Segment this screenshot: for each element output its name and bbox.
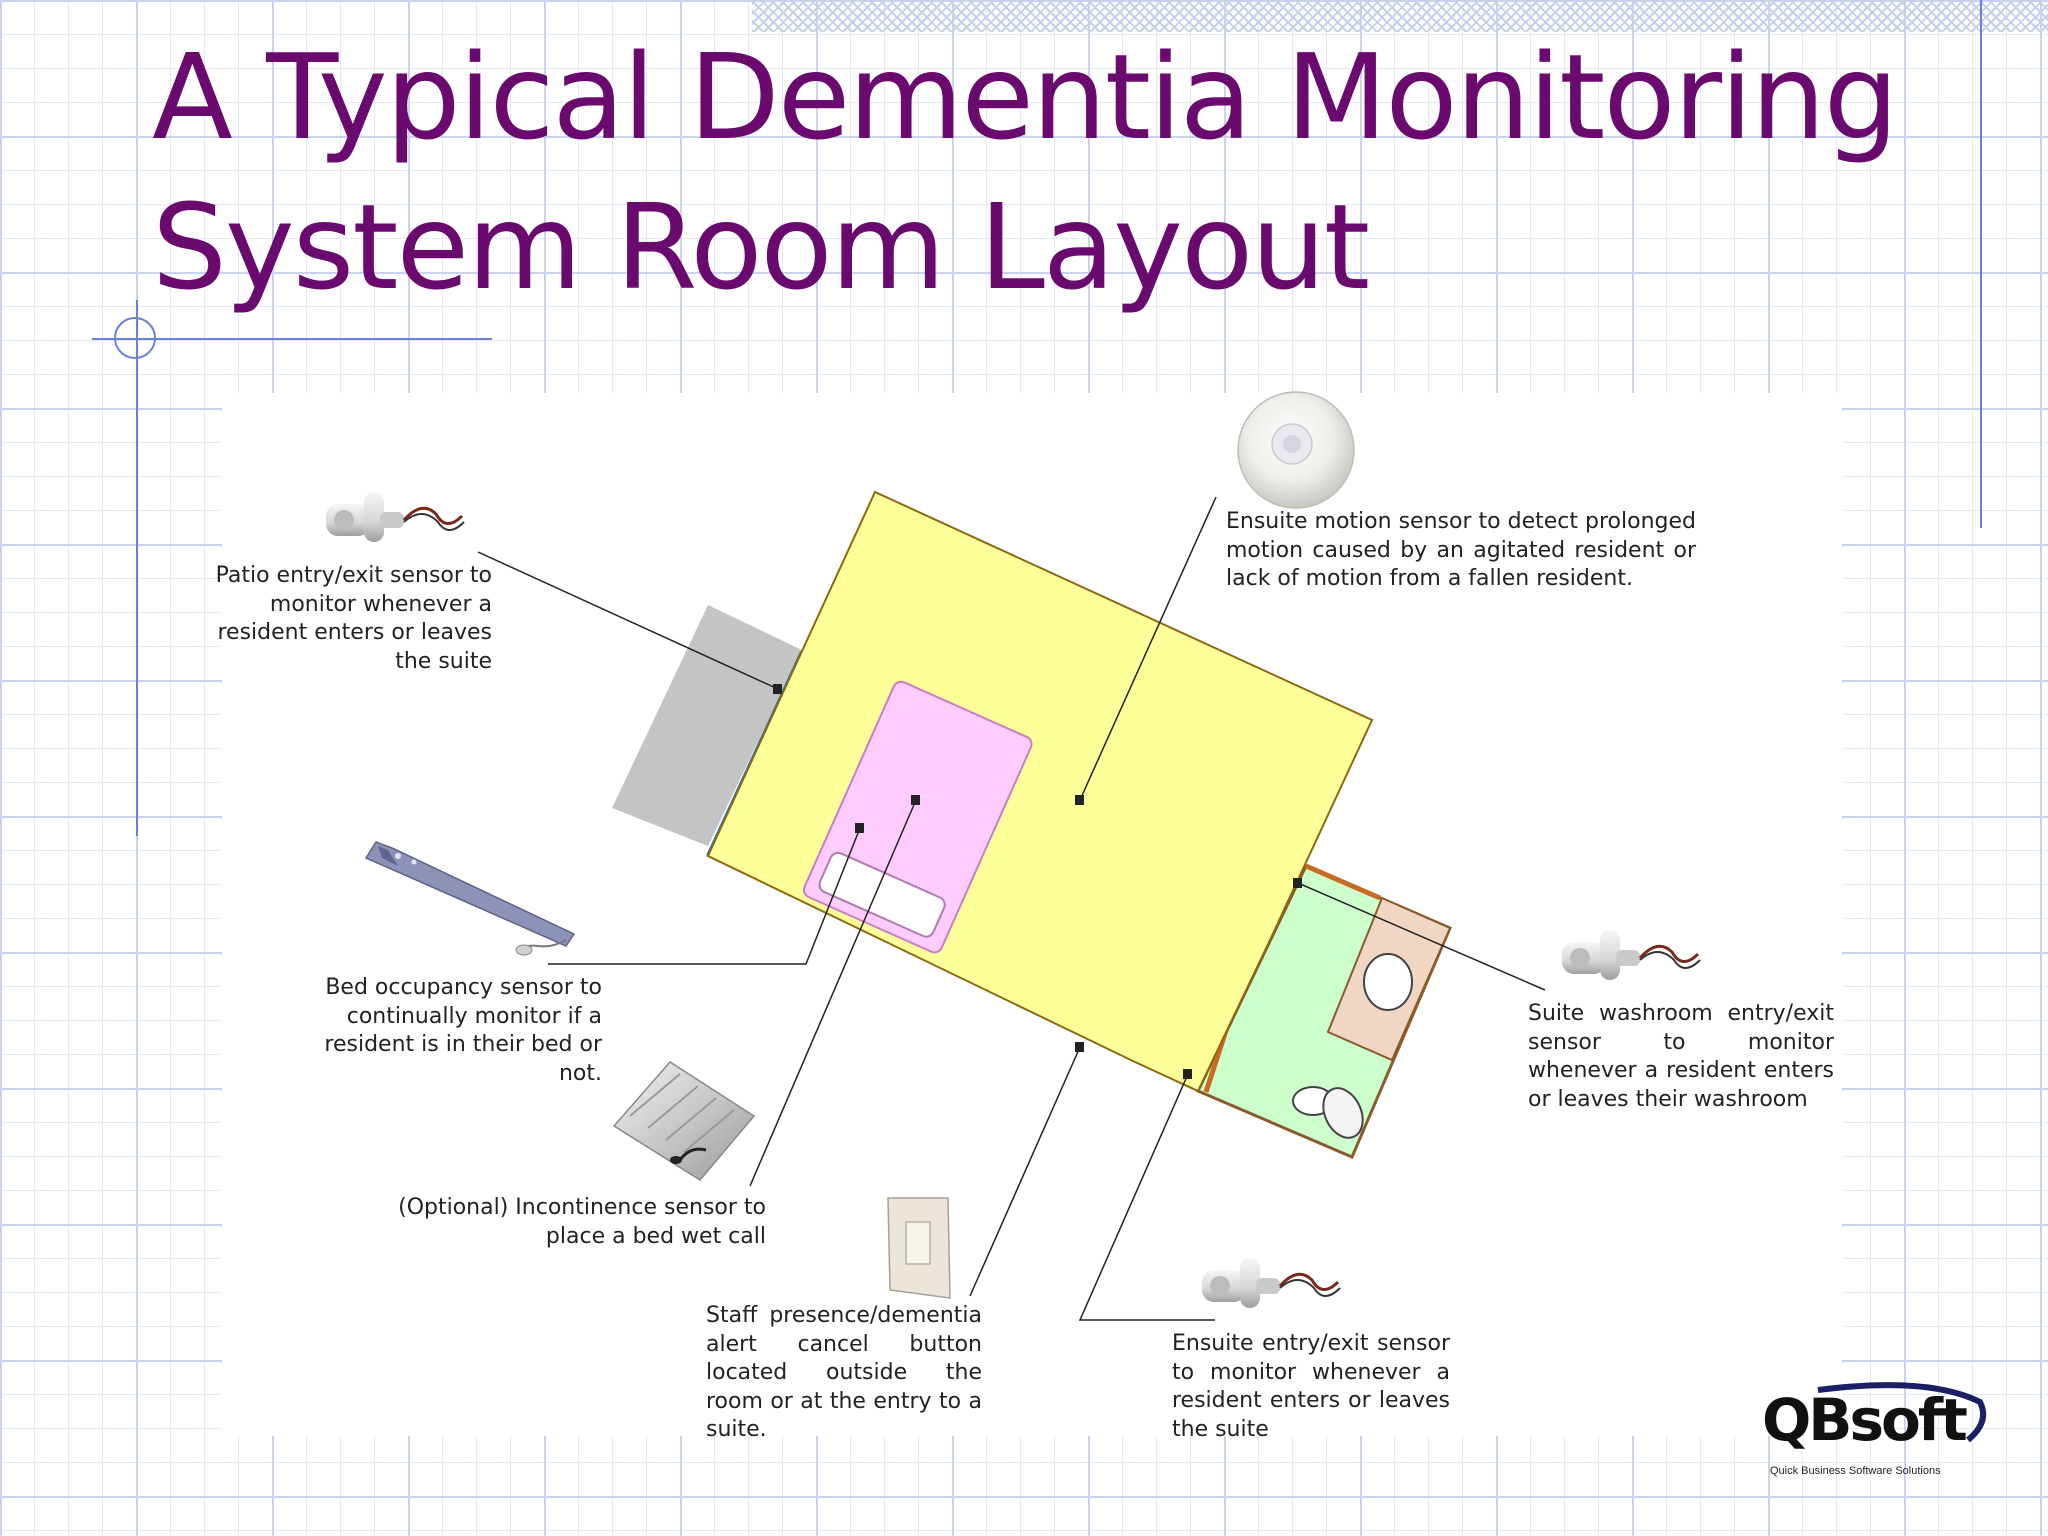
leader-incontinence [749,799,917,1187]
marker-incontinence [911,795,920,805]
motion-sensor-icon [1237,391,1355,509]
crosshair-ornament [114,317,156,359]
slide-title-line-2: System Room Layout [152,178,1370,316]
marker-bed [855,823,864,833]
slide-title: A Typical Dementia Monitoring System Roo… [152,22,1952,322]
accent-line-title [92,338,492,340]
label-patio-sensor: Patio entry/exit sensor to monitor whene… [215,563,492,674]
room-floor [706,490,1374,1093]
leader-ensuite-entry [1078,1073,1215,1321]
logo-swoosh [1817,1382,1986,1443]
leader-staff-button [969,1046,1081,1297]
bed [803,680,1033,954]
label-bed-occupancy-sensor: Bed occupancy sensor to continually moni… [324,975,602,1086]
door-sensor-icon [1562,930,1701,980]
label-washroom-sensor: Suite washroom entry/exit sensor to moni… [1528,1001,1834,1112]
bed-pad-sensor-icon [364,841,576,956]
leader-patio [477,551,779,690]
wall-button-icon [887,1197,951,1299]
logo-tagline: Quick Business Software Solutions [1770,1465,1941,1477]
label-ensuite-entry-sensor: Ensuite entry/exit sensor to monitor whe… [1172,1331,1450,1442]
qbsoft-logo: QBsoft Quick Business Software Solutions [1758,1382,1994,1482]
leader-lines [477,496,1546,1321]
title-hatch-band [752,0,2048,32]
patio-area [612,605,802,846]
logo-name: QBsoft [1762,1386,1968,1454]
leader-bed [548,827,861,965]
accent-line-right [1980,0,1982,528]
toilet-tank [1322,1087,1364,1139]
marker-washroom [1293,878,1302,888]
slide-title-line-1: A Typical Dementia Monitoring [152,28,1899,166]
marker-ensuite-entry [1183,1069,1192,1079]
sensor-markers [773,684,1302,1079]
leader-motion [1079,496,1217,801]
marker-staff-button [1075,1042,1084,1052]
label-staff-cancel-button: Staff presence/dementia alert cancel but… [706,1303,982,1442]
label-ensuite-motion-sensor: Ensuite motion sensor to detect prolonge… [1226,509,1696,591]
leader-washroom [1297,882,1546,991]
marker-patio [773,684,782,694]
door-sensor-icon [1202,1258,1341,1308]
door-sensor-icon [326,492,465,542]
accent-line-left [136,300,138,836]
marker-motion [1075,795,1084,805]
washroom-wall-top [1305,863,1381,901]
incontinence-pad-icon [612,1061,756,1181]
label-incontinence-sensor: (Optional) Incontinence sensor to place … [398,1195,766,1249]
sink [1363,953,1413,1011]
